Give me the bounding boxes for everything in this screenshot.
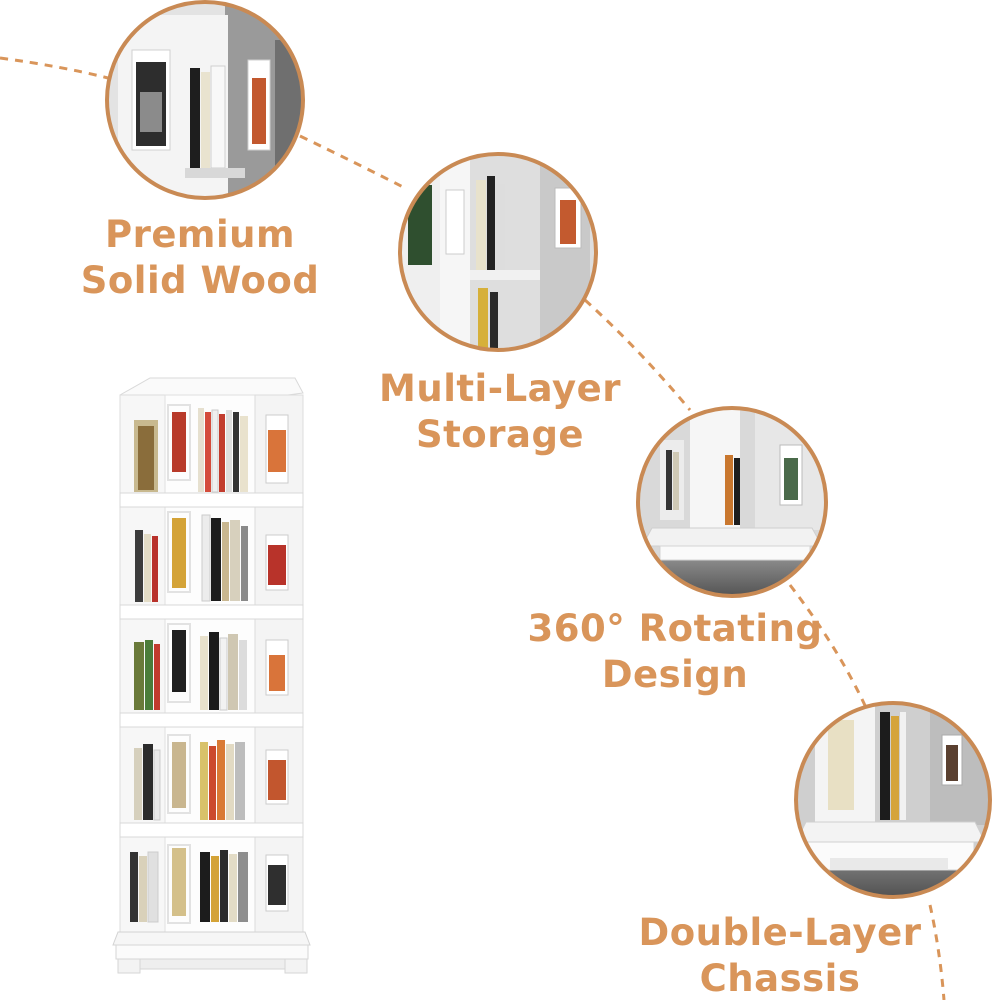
books-tier-1 [134,408,289,493]
feature-label-line1: 360° Rotating [527,607,823,650]
books-tier-5 [130,848,289,923]
layers-closeup-icon [398,152,598,352]
books-tier-3 [134,630,289,711]
frame-cutouts [167,404,191,924]
books-tier-4 [134,740,289,821]
feature-label-line1: Premium [104,213,296,256]
books-tier-2 [135,514,289,602]
wood-shelf-closeup-icon [105,0,305,200]
feature-label-line2: Design [601,653,749,696]
feature-label-solid-wood: Premium Solid Wood [60,212,340,304]
feature-label-line1: Double-Layer [638,911,922,954]
feature-label-multi-layer: Multi-Layer Storage [360,366,640,458]
rotating-bookshelf [112,377,311,974]
dashed-connector [0,56,946,1001]
rotating-base-closeup-icon [636,406,828,598]
feature-label-rotating: 360° Rotating Design [505,606,845,698]
feature-label-line2: Chassis [699,957,861,1000]
shelf-dividers [119,492,304,838]
feature-label-line1: Multi-Layer [379,367,621,410]
feature-label-chassis: Double-Layer Chassis [610,910,950,1002]
feature-label-line2: Storage [415,413,585,456]
feature-label-line2: Solid Wood [80,259,320,302]
chassis-closeup-icon [794,701,992,899]
